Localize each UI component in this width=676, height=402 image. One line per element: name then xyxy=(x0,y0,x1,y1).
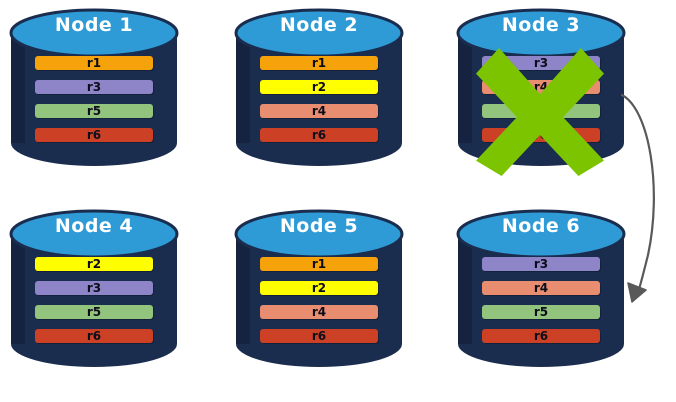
record-bar-r6[interactable]: r6 xyxy=(482,128,600,142)
record-bar-r6[interactable]: r6 xyxy=(260,329,378,343)
record-bar-r4[interactable]: r4 xyxy=(482,80,600,94)
record-bar-r5[interactable]: r5 xyxy=(35,104,153,118)
cylinder-shading xyxy=(236,234,250,344)
record-bar-r2[interactable]: r2 xyxy=(260,80,378,94)
record-bar-r5[interactable]: r5 xyxy=(482,305,600,319)
cylinder-shading xyxy=(11,33,25,143)
cylinder-top-ellipse xyxy=(234,8,404,58)
node-1-records: r1 r3 r5 r6 xyxy=(35,56,153,152)
cylinder-top-ellipse xyxy=(9,8,179,58)
node-4-records: r2 r3 r5 r6 xyxy=(35,257,153,353)
record-bar-r5[interactable]: r5 xyxy=(35,305,153,319)
record-bar-r2[interactable]: r2 xyxy=(35,257,153,271)
cylinder-top-ellipse xyxy=(456,8,626,58)
record-bar-r1[interactable]: r1 xyxy=(260,56,378,70)
record-bar-r4[interactable]: r4 xyxy=(260,305,378,319)
node-5-records: r1 r2 r4 r6 xyxy=(260,257,378,353)
record-bar-r4[interactable]: r4 xyxy=(260,104,378,118)
record-bar-r1[interactable]: r1 xyxy=(260,257,378,271)
record-bar-r6[interactable]: r6 xyxy=(35,128,153,142)
record-bar-r1[interactable]: r1 xyxy=(35,56,153,70)
cylinder-top-ellipse xyxy=(9,209,179,259)
node-6-records: r3 r4 r5 r6 xyxy=(482,257,600,353)
cylinder-shading xyxy=(458,234,472,344)
node-2-records: r1 r2 r4 r6 xyxy=(260,56,378,152)
record-bar-r3[interactable]: r3 xyxy=(482,56,600,70)
record-bar-r3[interactable]: r3 xyxy=(482,257,600,271)
node-3-records: r3 r4 r5 r6 xyxy=(482,56,600,152)
record-bar-r6[interactable]: r6 xyxy=(35,329,153,343)
record-bar-r4[interactable]: r4 xyxy=(482,281,600,295)
record-bar-r6[interactable]: r6 xyxy=(260,128,378,142)
record-bar-r5[interactable]: r5 xyxy=(482,104,600,118)
record-bar-r6[interactable]: r6 xyxy=(482,329,600,343)
cylinder-shading xyxy=(458,33,472,143)
cylinder-shading xyxy=(236,33,250,143)
cylinder-top-ellipse xyxy=(456,209,626,259)
cylinder-shading xyxy=(11,234,25,344)
record-bar-r2[interactable]: r2 xyxy=(260,281,378,295)
record-bar-r3[interactable]: r3 xyxy=(35,281,153,295)
cylinder-top-ellipse xyxy=(234,209,404,259)
record-bar-r3[interactable]: r3 xyxy=(35,80,153,94)
